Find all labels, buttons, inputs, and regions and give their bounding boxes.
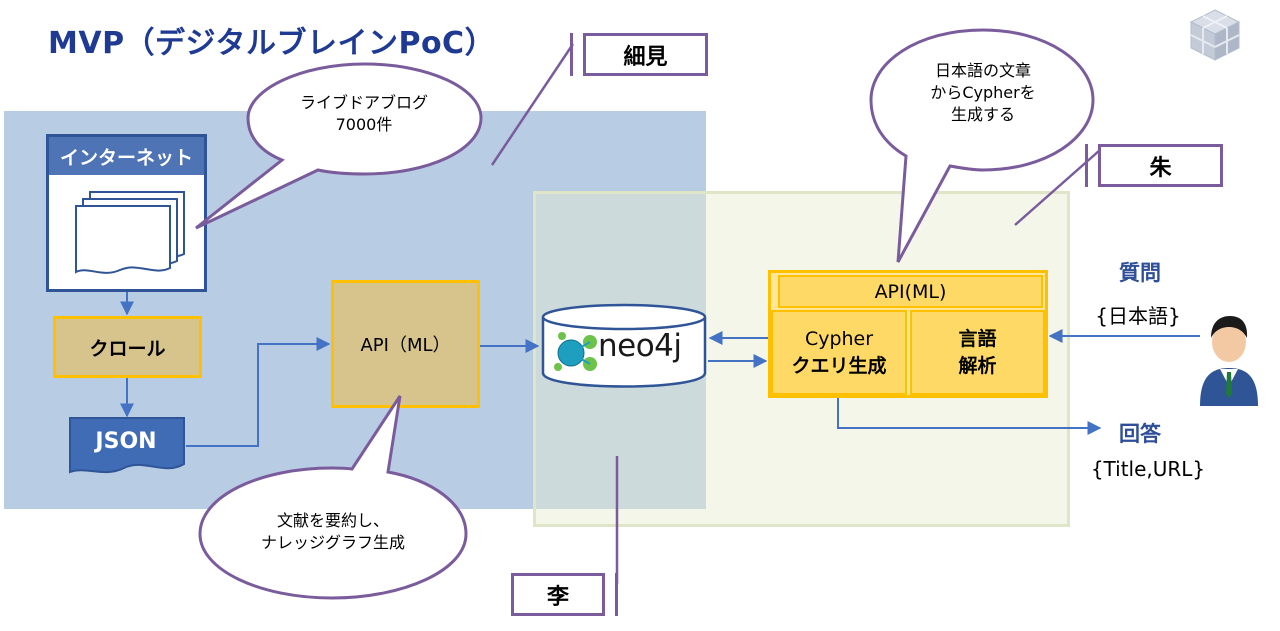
- member-li-tab: [615, 573, 618, 616]
- crawl-box: クロール: [53, 316, 202, 378]
- bubble-blog: [195, 62, 483, 230]
- page-title: MVP（デジタルブレインPoC）: [48, 26, 496, 61]
- bubble-blog-line-2: 7000件: [335, 115, 393, 134]
- language-line-2: 解析: [958, 354, 997, 377]
- documents-icon: [75, 191, 185, 274]
- cypher-line-2: クエリ生成: [791, 354, 887, 377]
- pointer-line-hosomi: [490, 43, 575, 166]
- language-analysis-box: 言語 解析: [910, 310, 1045, 395]
- member-hosomi-tab: [570, 33, 573, 76]
- bubble-blog-text: ライブドアブログ 7000件: [286, 92, 442, 136]
- cypher-line-1: Cypher: [804, 327, 874, 350]
- member-zhu-tab: [1085, 144, 1088, 187]
- neo4j-logo-text: neo4j: [598, 328, 682, 364]
- bubble-cypher: [869, 28, 1095, 263]
- user-avatar-icon: [1200, 316, 1258, 406]
- member-hosomi: 細見: [583, 33, 708, 76]
- json-label: JSON: [95, 428, 157, 454]
- api-ml-box: API（ML）: [331, 280, 480, 408]
- arrow-json-to-api: [186, 337, 331, 447]
- bubble-blog-line-1: ライブドアブログ: [299, 93, 428, 112]
- bubble-cypher-line-3: 生成する: [950, 105, 1015, 124]
- question-value: {日本語}: [1095, 304, 1181, 328]
- internet-label: インターネット: [49, 137, 204, 175]
- engine-api-header: API(ML): [778, 275, 1043, 308]
- bubble-summary-line-2: ナレッジグラフ生成: [260, 533, 405, 552]
- json-document-shape: [69, 417, 185, 474]
- answer-value: {Title,URL}: [1090, 457, 1206, 481]
- bubble-summary: [198, 395, 468, 600]
- answer-title: 回答: [1119, 422, 1161, 446]
- member-zhu: 朱: [1098, 144, 1223, 187]
- arrow-engine-to-answer: [837, 398, 1102, 435]
- bubble-cypher-text: 日本語の文章 からCypherを 生成する: [906, 60, 1060, 126]
- cube-logo-icon: [1189, 9, 1241, 61]
- question-title: 質問: [1119, 261, 1161, 285]
- bubble-summary-text: 文献を要約し、 ナレッジグラフ生成: [240, 510, 426, 554]
- neo4j-database-icon: [541, 303, 707, 388]
- member-li: 李: [511, 573, 605, 616]
- bubble-cypher-line-2: からCypherを: [930, 83, 1036, 102]
- cypher-query-box: Cypher クエリ生成: [771, 310, 907, 395]
- bubble-cypher-line-1: 日本語の文章: [934, 61, 1031, 80]
- language-line-1: 言語: [958, 327, 997, 350]
- bubble-summary-line-1: 文献を要約し、: [276, 511, 389, 530]
